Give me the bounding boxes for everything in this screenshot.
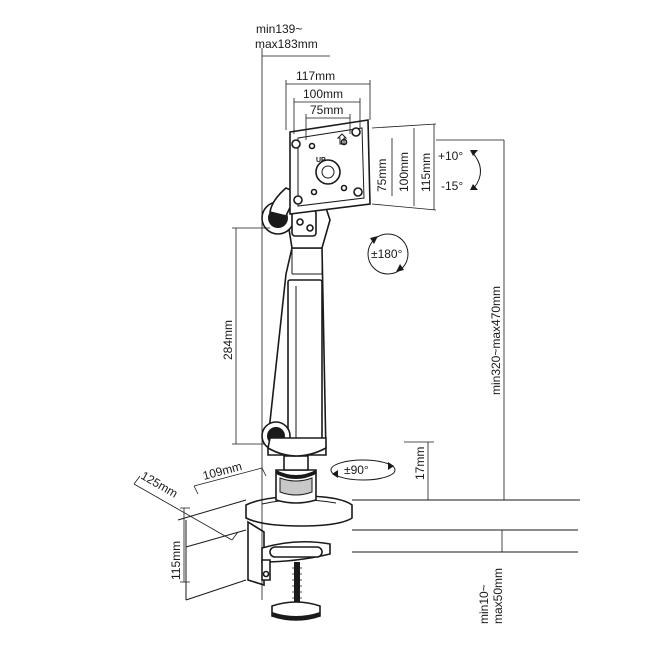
tilt-indicator: +10° -15° [438, 149, 481, 193]
swivel-indicator: ±90° [330, 459, 396, 481]
plate-height-75: 75mm [375, 159, 389, 192]
base-height-17: 17mm [413, 447, 427, 480]
plate-up-marking: UP [316, 157, 326, 164]
rotation-indicator: ±180° [367, 233, 409, 275]
arm-length-dimension: 284mm [221, 227, 270, 445]
desk-thickness-dimension: min10~ max50mm [477, 530, 505, 624]
plate-width-100: 100mm [303, 87, 343, 101]
clamp-height-dimension: 115mm [169, 507, 190, 583]
top-dimensions: min139~ max183mm 117mm 100mm 75mm [255, 22, 371, 600]
arm-length-284: 284mm [221, 320, 235, 360]
width-range-label-line1: min139~ [256, 22, 302, 36]
tilt-down-label: -15° [441, 179, 463, 193]
width-range-label-line2: max183mm [255, 37, 318, 51]
base-height-dimension: 17mm [404, 441, 434, 500]
base-offset-dimension: 109mm [193, 459, 267, 495]
tilt-up-label: +10° [438, 149, 463, 163]
height-range-label: min320~max470mm [489, 286, 503, 395]
plate-width-75: 75mm [310, 103, 343, 117]
plate-height-100: 100mm [397, 152, 411, 192]
plate-width-117: 117mm [296, 69, 335, 83]
desk [177, 499, 580, 601]
plate-height-115: 115mm [419, 153, 433, 192]
rotation-180-label: ±180° [371, 247, 403, 261]
clamp-height-115: 115mm [169, 541, 183, 580]
desk-range-line2: max50mm [491, 568, 505, 624]
height-range-dimension: min320~max470mm [436, 139, 505, 500]
desk-range-line1: min10~ [477, 584, 491, 624]
plate-height-dimensions: 75mm 100mm 115mm [371, 123, 437, 211]
desk-clamp [245, 495, 353, 621]
main-arm [261, 247, 327, 457]
clamp-depth-125: 125mm [139, 468, 181, 500]
vesa-plate: UP [289, 119, 371, 215]
swivel-90-label: ±90° [344, 463, 369, 477]
base-column [275, 455, 317, 504]
base-offset-109: 109mm [201, 459, 243, 483]
